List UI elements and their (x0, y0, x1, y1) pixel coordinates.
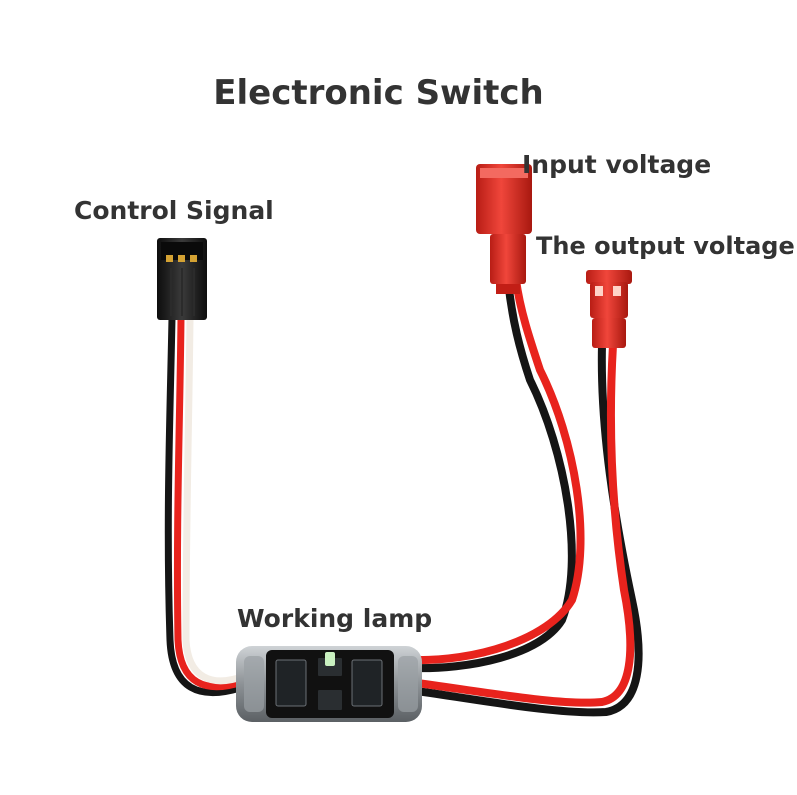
control-signal-label: Control Signal (74, 196, 274, 225)
output-voltage-label: The output voltage (536, 232, 795, 260)
control-signal-lead (164, 317, 246, 697)
working-lamp-label: Working lamp (237, 604, 433, 633)
working-lamp-led (325, 652, 335, 666)
servo-connector (157, 238, 207, 320)
output-connector (586, 270, 632, 348)
output-voltage-lead (409, 344, 643, 717)
switch-module (236, 646, 422, 722)
input-voltage-lead (409, 279, 585, 673)
page-title: Electronic Switch (213, 73, 544, 113)
input-voltage-label: Input voltage (522, 150, 712, 179)
input-connector (476, 164, 532, 294)
